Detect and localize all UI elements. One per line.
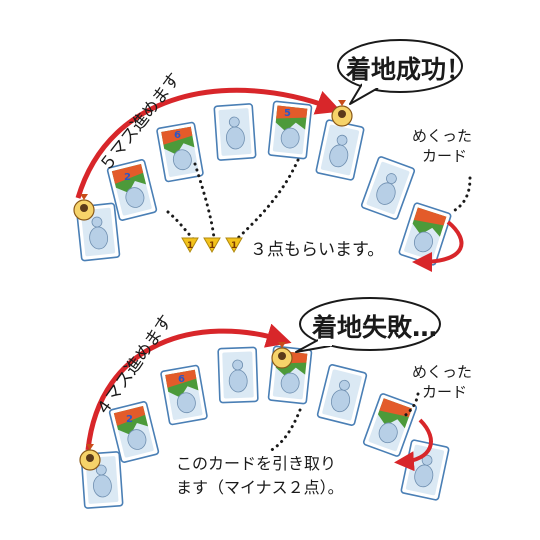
top-card [360,155,416,221]
top-flip-arrow [412,220,464,272]
top-flip-note-line2: カード [422,147,468,165]
bottom-penguin-start-token [79,444,101,471]
top-bubble-text: 着地成功！ [346,55,472,84]
bottom-scene: 2 6 [79,297,450,510]
bottom-flip-note-line2: カード [422,383,468,401]
bottom-penalty-line1: このカードを引き取り [176,454,337,473]
top-card-rank: 2 [124,172,131,183]
top-flip-note-line1: めくった [412,127,473,145]
bottom-bubble-text: 着地失敗… [312,313,438,342]
top-card [315,118,365,182]
top-speech-bubble [337,39,463,105]
bottom-dotted-pointer [266,408,302,454]
top-points-text: ３点もらいます。 [250,240,385,260]
bottom-flip-note: めくった カード [412,362,472,402]
bottom-penalty-text: このカードを引き取り ます（マイナス２点）。 [176,452,344,500]
top-card-rank: 6 [174,130,181,141]
top-scene: 2 6 5 1 1 1 [73,39,472,272]
bottom-card-rank: 2 [126,414,133,425]
top-card-rank: 5 [284,108,291,119]
top-flipped-card [397,201,453,267]
top-point-chip [181,237,199,254]
bottom-card-rank: 6 [178,374,185,385]
bottom-penguin-landed-token [271,342,293,369]
bottom-speech-bubble [295,297,441,353]
bottom-card [400,438,450,502]
bottom-card [217,346,259,404]
top-point-chip-value: 1 [209,241,215,251]
bottom-flipped-card [362,392,418,458]
top-point-chip [225,237,243,254]
top-dotted-pointer [450,176,472,214]
top-flip-note: めくった カード [412,126,472,166]
top-dotted-pointer [193,162,216,240]
top-penguin-start-token [73,194,95,221]
top-point-chip-value: 1 [231,241,237,251]
top-dotted-pointer [234,158,300,242]
top-card [213,102,257,162]
bottom-flip-arrow [394,418,433,472]
bottom-card [316,363,368,427]
bottom-penalty-line2: ます（マイナス２点）。 [176,478,344,497]
top-penguin-landed-token [331,100,353,127]
bottom-jump-arc [85,323,292,451]
top-point-chip-value: 1 [187,241,193,251]
top-point-chip [203,237,221,254]
top-jump-arc [75,87,342,199]
bottom-flip-note-line1: めくった [412,363,473,381]
